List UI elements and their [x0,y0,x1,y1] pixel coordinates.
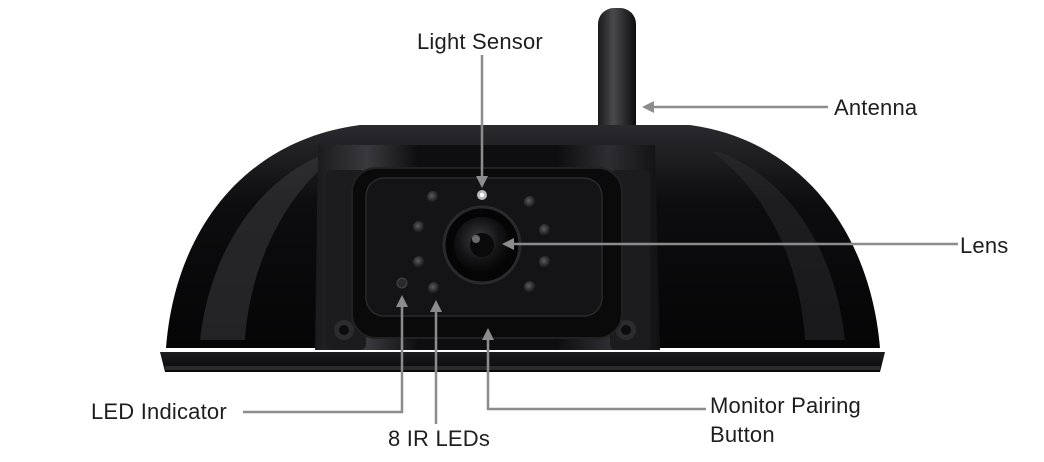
arrowhead-monitor-pairing [482,328,494,340]
arrowhead-led-indicator [396,295,408,307]
leader-monitor-pairing [486,338,706,411]
ir-led-array [413,191,551,294]
label-led-indicator: LED Indicator [91,399,227,424]
arrowhead-antenna [642,101,654,113]
ir-led [539,256,551,268]
camera-lens [442,205,522,285]
leader-lines [243,55,958,424]
ir-led [428,282,440,294]
label-ir-leds: 8 IR LEDs [388,426,491,451]
label-antenna: Antenna [834,95,918,120]
ir-led [539,224,551,236]
label-monitor-pairing-line2: Button [710,422,775,447]
light-sensor [477,190,487,200]
leader-led-indicator [243,305,404,414]
label-lens: Lens [960,233,1009,258]
ir-led [427,191,439,203]
ir-led [413,221,425,233]
label-monitor-pairing-line1: Monitor Pairing [710,393,861,418]
ir-led [524,281,536,293]
label-light-sensor: Light Sensor [417,29,543,54]
arrowhead-ir-leds [430,300,442,312]
led-indicator [396,277,408,289]
ir-led [524,196,536,208]
arrowhead-light-sensor [476,176,488,188]
ir-led [413,256,425,268]
arrowhead-lens [502,238,514,250]
